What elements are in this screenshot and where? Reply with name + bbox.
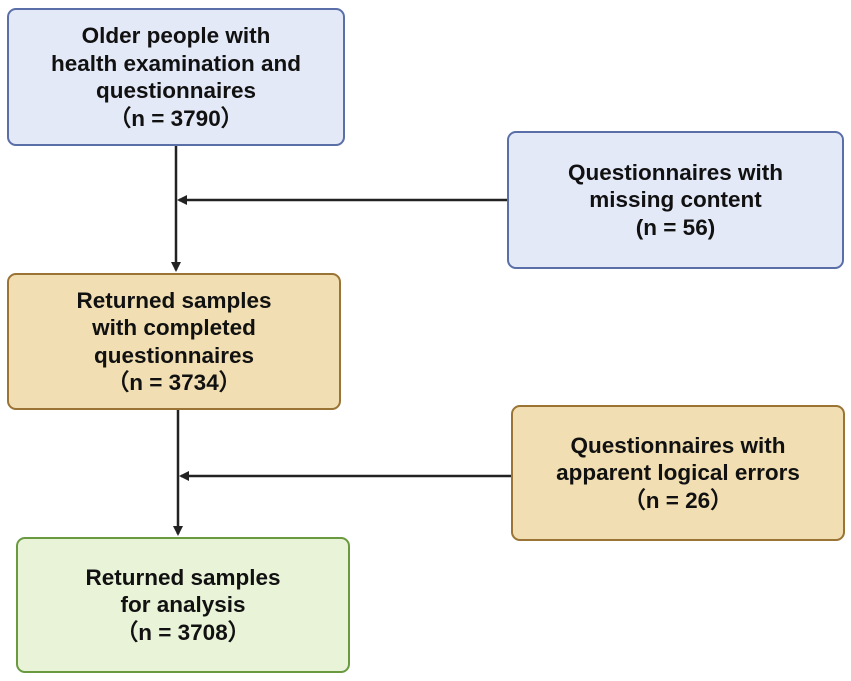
box-logical-errors-line-2: apparent logical errors (556, 460, 800, 486)
box-completed-count: （n = 3734） (106, 370, 242, 395)
box-logical-errors-count: （n = 26） (623, 487, 733, 513)
box-final-line-1: Returned samples (85, 564, 281, 590)
box-missing-content: Questionnaires with missing content (n =… (507, 131, 844, 269)
box-completed-line-1: Returned samples (76, 287, 272, 313)
box-samples-for-analysis: Returned samples for analysis （n = 3708） (16, 537, 350, 673)
box-logical-errors-line-1: Questionnaires with (570, 432, 786, 458)
box-logical-errors: Questionnaires with apparent logical err… (511, 405, 845, 541)
box-older-people-line-3: questionnaires (95, 78, 257, 103)
box-completed-questionnaires: Returned samples with completed question… (7, 273, 341, 410)
box-final-count: （n = 3708） (115, 619, 251, 645)
box-final-line-2: for analysis (120, 592, 246, 618)
box-older-people-count: （n = 3790） (108, 105, 244, 131)
box-older-people-line-1: Older people with (81, 23, 271, 48)
box-older-people-line-2: health examination and (50, 50, 302, 76)
box-completed-line-2: with completed (92, 315, 256, 340)
box-completed-line-3: questionnaires (93, 342, 255, 368)
box-missing-content-line-2: missing content (589, 187, 762, 213)
box-missing-content-count: (n = 56) (635, 214, 716, 240)
box-older-people: Older people with health examination and… (7, 8, 345, 146)
box-missing-content-line-1: Questionnaires with (567, 159, 784, 185)
